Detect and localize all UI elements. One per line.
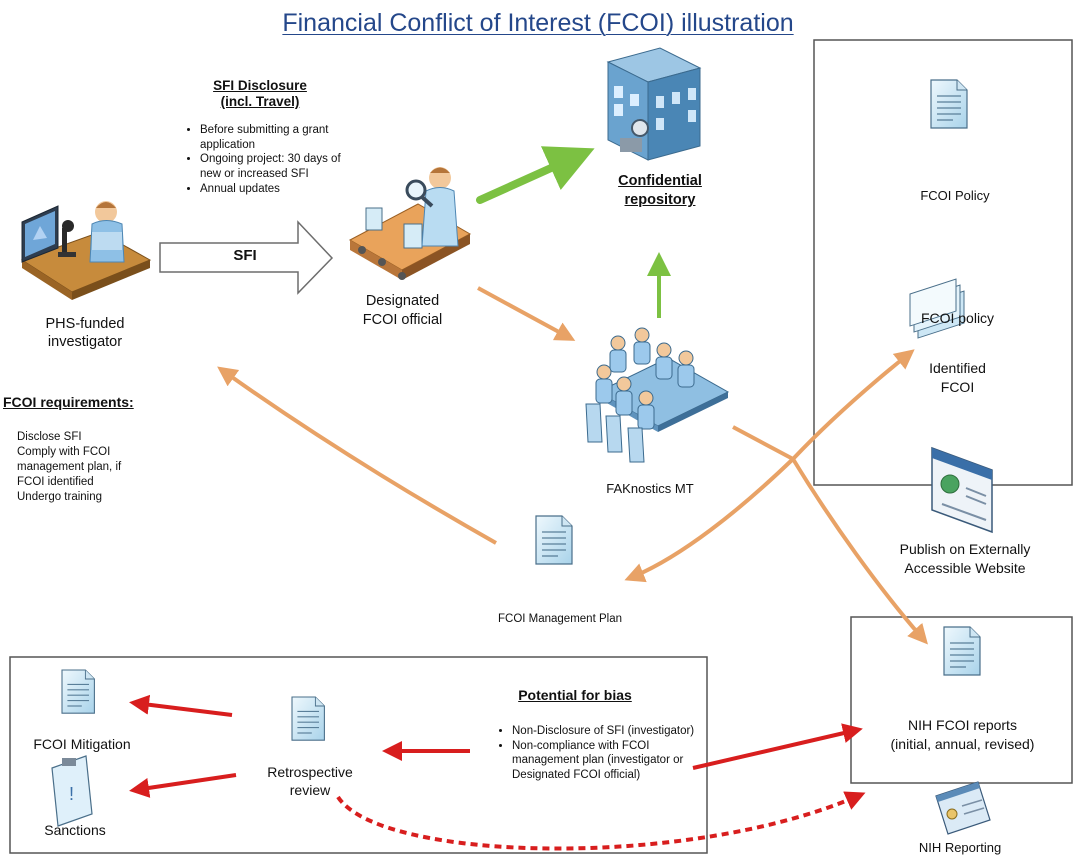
list-item: FCOI identified bbox=[17, 475, 94, 488]
list-item: Annual updates bbox=[200, 182, 350, 197]
bias-heading: Potential for bias bbox=[518, 687, 632, 703]
red-dashed-arrow-to-nih-reporting bbox=[336, 791, 866, 851]
list-item: Comply with FCOI bbox=[17, 445, 111, 458]
clipboard-icon: ! bbox=[51, 755, 93, 827]
bias-list: Non-Disclosure of SFI (investigator) Non… bbox=[492, 724, 702, 783]
svg-text:!: ! bbox=[69, 784, 74, 804]
committee-meeting-icon bbox=[585, 327, 730, 463]
retrospective-label-line2: review bbox=[289, 782, 331, 798]
list-item: Disclose SFI bbox=[17, 431, 82, 443]
mitigation-document-icon bbox=[61, 669, 95, 714]
nih-reports-label-line1: NIH FCOI reports bbox=[908, 717, 1017, 733]
list-item: Non-compliance with FCOI management plan… bbox=[512, 739, 702, 783]
red-arrow-to-mitigation bbox=[129, 694, 233, 717]
identified-label-line2: FCOI bbox=[940, 379, 975, 395]
list-item: Undergo training bbox=[17, 490, 103, 503]
green-arrow-to-repository bbox=[476, 146, 595, 204]
repository-label-line1: Confidential bbox=[618, 173, 702, 189]
retrospective-label-line1: Retrospective bbox=[267, 764, 353, 780]
red-arrow-bias-to-nih bbox=[692, 723, 863, 770]
orange-arrow-plan-to-investigator bbox=[217, 366, 497, 545]
orange-arrow-hub-to-plan bbox=[624, 457, 795, 583]
list-item: management plan, if bbox=[17, 460, 122, 473]
list-item: Before submitting a grant application bbox=[200, 123, 350, 152]
orange-line-committee-hub bbox=[732, 425, 794, 461]
nih-reporting-label: NIH Reporting bbox=[918, 840, 1002, 855]
nih-reports-document-icon bbox=[943, 626, 981, 676]
nih-reports-label-line2: (initial, annual, revised) bbox=[890, 736, 1035, 752]
page-title: Financial Conflict of Interest (FCOI) il… bbox=[282, 9, 794, 37]
identified-overlay-label: FCOI policy bbox=[920, 310, 995, 326]
bias-box bbox=[9, 656, 708, 854]
sfi-disclosure-heading: SFI Disclosure bbox=[213, 78, 307, 93]
management-plan-document-icon bbox=[535, 515, 573, 565]
requirements-heading: FCOI requirements: bbox=[3, 394, 134, 410]
requirements-list: Disclose SFI Comply with FCOI management… bbox=[17, 430, 121, 505]
repository-building-icon bbox=[606, 47, 702, 161]
publish-label-line2: Accessible Website bbox=[904, 560, 1026, 576]
list-item: Non-Disclosure of SFI (investigator) bbox=[512, 724, 702, 739]
orange-arrow-hub-to-identified bbox=[791, 349, 915, 461]
identified-label-line1: Identified bbox=[929, 360, 986, 376]
investigator-workstation-icon bbox=[20, 201, 152, 300]
certificate-icon bbox=[935, 781, 991, 835]
retrospective-document-icon bbox=[291, 696, 325, 741]
identified-document-stack-icon bbox=[909, 278, 965, 339]
sfi-disclosure-list: Before submitting a grant application On… bbox=[180, 123, 350, 197]
official-conveyor-icon bbox=[348, 167, 472, 280]
policy-document-icon bbox=[930, 79, 968, 129]
publish-label-line1: Publish on Externally bbox=[899, 541, 1031, 557]
official-label-line1: Designated bbox=[365, 293, 440, 309]
official-label-line2: FCOI official bbox=[362, 312, 443, 328]
orange-arrow-official-to-committee bbox=[477, 286, 576, 341]
sfi-disclosure-subheading: (incl. Travel) bbox=[220, 94, 300, 109]
sfi-arrow bbox=[159, 220, 334, 295]
management-plan-label: FCOI Management Plan bbox=[497, 613, 622, 625]
orange-arrow-hub-to-nih-reports bbox=[791, 457, 928, 645]
policy-label: FCOI Policy bbox=[920, 188, 990, 203]
nih-reports-box bbox=[850, 616, 1073, 784]
website-icon bbox=[931, 446, 993, 534]
investigator-label-line1: PHS-funded bbox=[45, 316, 125, 332]
committee-label: FAKnostics MT bbox=[606, 481, 694, 496]
red-arrow-to-sanctions bbox=[129, 773, 237, 798]
list-item: Ongoing project: 30 days of new or incre… bbox=[200, 152, 350, 181]
sfi-arrow-label: SFI bbox=[233, 247, 257, 264]
repository-label-line2: repository bbox=[624, 192, 696, 208]
sanctions-label: Sanctions bbox=[44, 822, 106, 838]
mitigation-label: FCOI Mitigation bbox=[33, 736, 131, 752]
investigator-label-line2: investigator bbox=[47, 334, 123, 350]
